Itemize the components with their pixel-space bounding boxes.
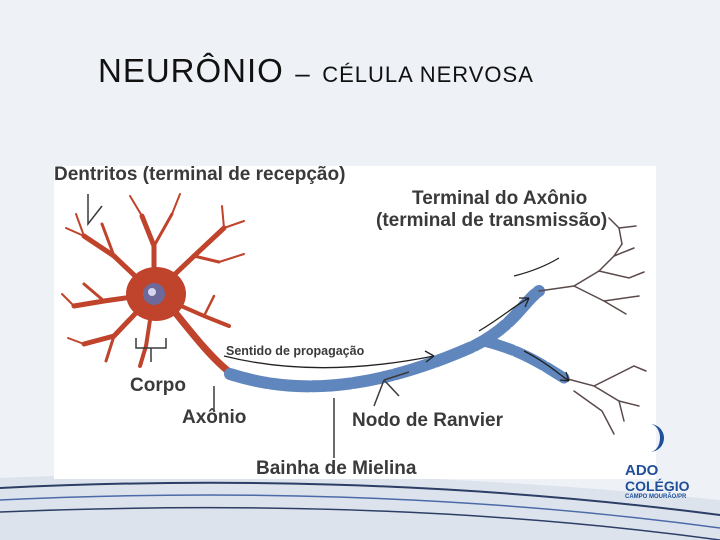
myelin-branch	[478, 335, 570, 384]
slide-title: NEURÔNIO – CÉLULA NERVOSA	[98, 52, 534, 90]
myelin-sheath	[224, 285, 545, 393]
leader-lines	[87, 194, 410, 458]
nucleolus	[148, 288, 156, 296]
logo-word-main: COLÉGIO	[625, 478, 690, 494]
logo-word-partial: ADO	[625, 462, 659, 479]
label-axon-terminal-2: (terminal de transmissão)	[376, 210, 608, 231]
logo-place: CAMPO MOURÃO/PR	[625, 494, 687, 500]
axon-hillock	[170, 307, 236, 378]
title-separator: –	[295, 58, 311, 88]
label-dendrites: Dentritos (terminal de recepção)	[54, 166, 346, 185]
label-propagation: Sentido de propagação	[226, 344, 365, 358]
label-axon: Axônio	[182, 407, 247, 428]
label-body: Corpo	[130, 375, 186, 396]
title-main: NEURÔNIO	[98, 52, 284, 89]
neuron-diagram: Dentritos (terminal de recepção) Termina…	[54, 166, 656, 479]
school-logo	[650, 424, 664, 452]
label-myelin-sheath: Bainha de Mielina	[256, 458, 417, 479]
axon-terminals	[538, 217, 647, 435]
label-node-of-ranvier: Nodo de Ranvier	[352, 410, 503, 431]
title-subtitle: CÉLULA NERVOSA	[322, 62, 534, 87]
propagation-arrows	[223, 257, 570, 382]
neuron-illustration	[61, 193, 647, 458]
label-axon-terminal-1: Terminal do Axônio	[412, 188, 588, 209]
